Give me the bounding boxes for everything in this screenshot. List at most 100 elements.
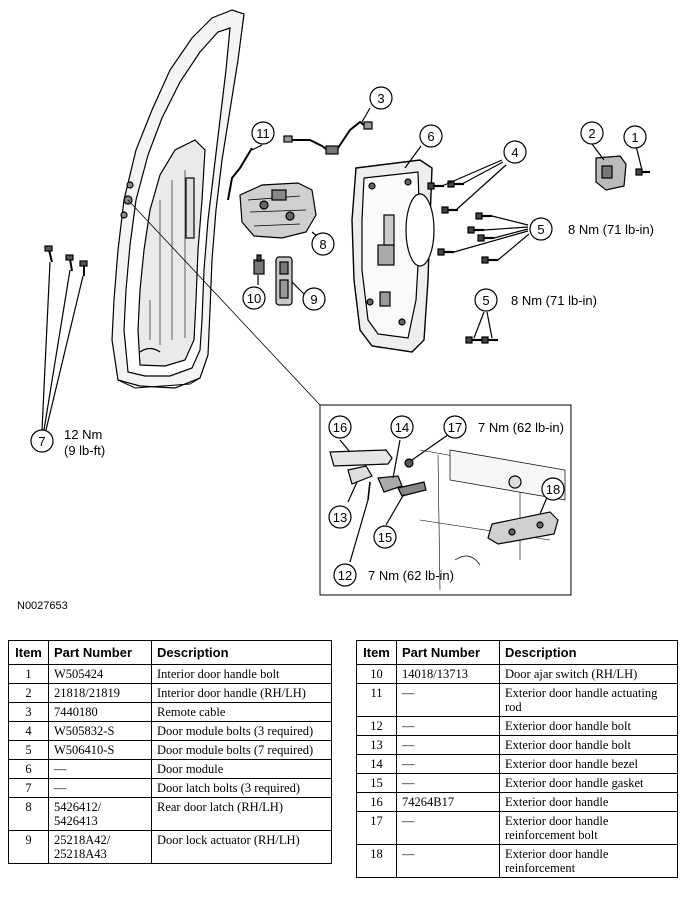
table-row: 13—Exterior door handle bolt xyxy=(356,735,678,755)
part-number-cell: — xyxy=(48,759,152,779)
interior-door-handle xyxy=(595,155,627,191)
item-cell: 7 xyxy=(8,778,49,798)
description-cell: Remote cable xyxy=(151,702,332,722)
door-module-bolts-5-upper xyxy=(437,212,498,264)
table-header-row: Item Part Number Description xyxy=(356,640,678,665)
header-description: Description xyxy=(151,640,332,665)
part-number-cell: — xyxy=(396,773,500,793)
description-cell: Exterior door handle xyxy=(499,792,678,812)
description-cell: Door module xyxy=(151,759,332,779)
actuating-rod xyxy=(227,147,253,201)
callout-2: 2 xyxy=(588,126,595,141)
description-cell: Door latch bolts (3 required) xyxy=(151,778,332,798)
door-ajar-switch xyxy=(253,254,265,275)
part-number-cell: — xyxy=(396,735,500,755)
callout-10: 10 xyxy=(247,291,261,306)
torque-label-12: 7 Nm (62 lb-in) xyxy=(368,568,454,583)
item-cell: 17 xyxy=(356,811,397,845)
description-cell: Interior door handle (RH/LH) xyxy=(151,683,332,703)
header-part-number: Part Number xyxy=(396,640,500,665)
description-cell: Exterior door handle bolt xyxy=(499,735,678,755)
item-cell: 6 xyxy=(8,759,49,779)
table-row: 15—Exterior door handle gasket xyxy=(356,773,678,793)
door-module-bolts-5-lower xyxy=(465,336,498,344)
torque-label-5-lower: 8 Nm (71 lb-in) xyxy=(511,293,597,308)
item-cell: 14 xyxy=(356,754,397,774)
remote-cable xyxy=(283,120,373,155)
item-cell: 9 xyxy=(8,830,49,864)
door-latch xyxy=(239,182,317,239)
item-cell: 3 xyxy=(8,702,49,722)
part-number-cell: 5426412/ 5426413 xyxy=(48,797,152,831)
torque-label-5-upper: 8 Nm (71 lb-in) xyxy=(568,222,654,237)
callout-6: 6 xyxy=(427,129,434,144)
callout-15: 15 xyxy=(378,530,392,545)
part-number-cell: 74264B17 xyxy=(396,792,500,812)
part-number-cell: 25218A42/ 25218A43 xyxy=(48,830,152,864)
description-cell: Door module bolts (3 required) xyxy=(151,721,332,741)
item-cell: 16 xyxy=(356,792,397,812)
table-row: 6—Door module xyxy=(8,759,332,779)
description-cell: Exterior door handle bolt xyxy=(499,716,678,736)
callout-5-lower: 5 xyxy=(482,293,489,308)
part-number-cell: — xyxy=(396,683,500,717)
callout-13: 13 xyxy=(333,510,347,525)
part-number-cell: W506410-S xyxy=(48,740,152,760)
callout-12: 12 xyxy=(338,568,352,583)
description-cell: Exterior door handle gasket xyxy=(499,773,678,793)
description-cell: Exterior door handle reinforcement bolt xyxy=(499,811,678,845)
description-cell: Door lock actuator (RH/LH) xyxy=(151,830,332,864)
callout-5-upper: 5 xyxy=(537,222,544,237)
item-cell: 18 xyxy=(356,844,397,878)
torque-label-17: 7 Nm (62 lb-in) xyxy=(478,420,564,435)
table-row: 12—Exterior door handle bolt xyxy=(356,716,678,736)
header-part-number: Part Number xyxy=(48,640,152,665)
description-cell: Door ajar switch (RH/LH) xyxy=(499,664,678,684)
interior-door-handle-bolt xyxy=(635,168,650,176)
door-shell-illustration xyxy=(111,9,245,389)
part-number-cell: 21818/21819 xyxy=(48,683,152,703)
exploded-door-diagram: 1 2 3 4 5 5 6 7 8 9 10 11 12 13 14 15 16… xyxy=(30,9,654,596)
description-cell: Exterior door handle bezel xyxy=(499,754,678,774)
description-cell: Rear door latch (RH/LH) xyxy=(151,797,332,831)
callout-7: 7 xyxy=(38,434,45,449)
item-cell: 8 xyxy=(8,797,49,831)
table-row: 18—Exterior door handle reinforcement xyxy=(356,844,678,878)
item-cell: 12 xyxy=(356,716,397,736)
figure-id: N0027653 xyxy=(17,600,68,612)
callout-8: 8 xyxy=(319,237,326,252)
part-number-cell: — xyxy=(396,811,500,845)
item-cell: 13 xyxy=(356,735,397,755)
torque-label-7-line2: (9 lb-ft) xyxy=(64,443,105,458)
part-number-cell: — xyxy=(396,844,500,878)
callout-18: 18 xyxy=(546,482,560,497)
part-number-cell: 14018/13713 xyxy=(396,664,500,684)
header-item: Item xyxy=(8,640,49,665)
exterior-handle-detail xyxy=(329,449,566,591)
table-row: 17—Exterior door handle reinforcement bo… xyxy=(356,811,678,845)
callout-1: 1 xyxy=(631,130,638,145)
table-row: 7—Door latch bolts (3 required) xyxy=(8,778,332,798)
part-number-cell: 7440180 xyxy=(48,702,152,722)
item-cell: 5 xyxy=(8,740,49,760)
door-lock-actuator xyxy=(275,256,293,306)
callout-14: 14 xyxy=(395,420,409,435)
item-cell: 11 xyxy=(356,683,397,717)
callout-16: 16 xyxy=(333,420,347,435)
callout-9: 9 xyxy=(310,292,317,307)
table-header-row: Item Part Number Description xyxy=(8,640,332,665)
table-row: 11—Exterior door handle actuating rod xyxy=(356,683,678,717)
description-cell: Interior door handle bolt xyxy=(151,664,332,684)
item-cell: 10 xyxy=(356,664,397,684)
item-cell: 1 xyxy=(8,664,49,684)
